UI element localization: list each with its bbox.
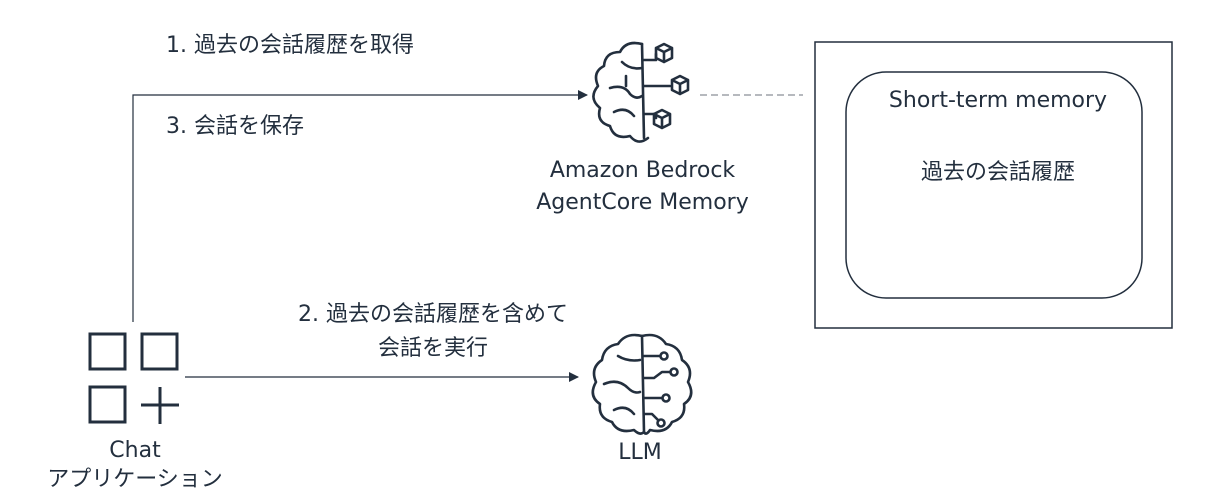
llm-name: LLM bbox=[618, 440, 662, 465]
memory-service-name-line2: AgentCore Memory bbox=[536, 190, 749, 215]
step-1-label: 1. 過去の会話履歴を取得 bbox=[166, 33, 414, 58]
chat-app-name-line1: Chat bbox=[109, 438, 161, 463]
step-2-label-line2: 会話を実行 bbox=[377, 336, 488, 361]
memory-service-name-line1: Amazon Bedrock bbox=[549, 158, 736, 183]
short-term-memory-title: Short-term memory bbox=[888, 88, 1108, 113]
step-2-label-line1: 2. 過去の会話履歴を含めて bbox=[298, 302, 568, 327]
short-term-memory-box bbox=[845, 71, 1143, 299]
short-term-memory-content: 過去の会話履歴 bbox=[920, 160, 1075, 185]
chat-to-memory-connector bbox=[132, 90, 588, 322]
step-3-label: 3. 会話を保存 bbox=[166, 114, 304, 139]
app-grid-plus-icon bbox=[88, 332, 179, 424]
brain-cubes-icon bbox=[592, 41, 690, 143]
brain-circuit-icon bbox=[591, 333, 693, 435]
memory-outer-box bbox=[814, 41, 1173, 329]
chat-app-name-line2: アプリケーション bbox=[47, 467, 223, 492]
